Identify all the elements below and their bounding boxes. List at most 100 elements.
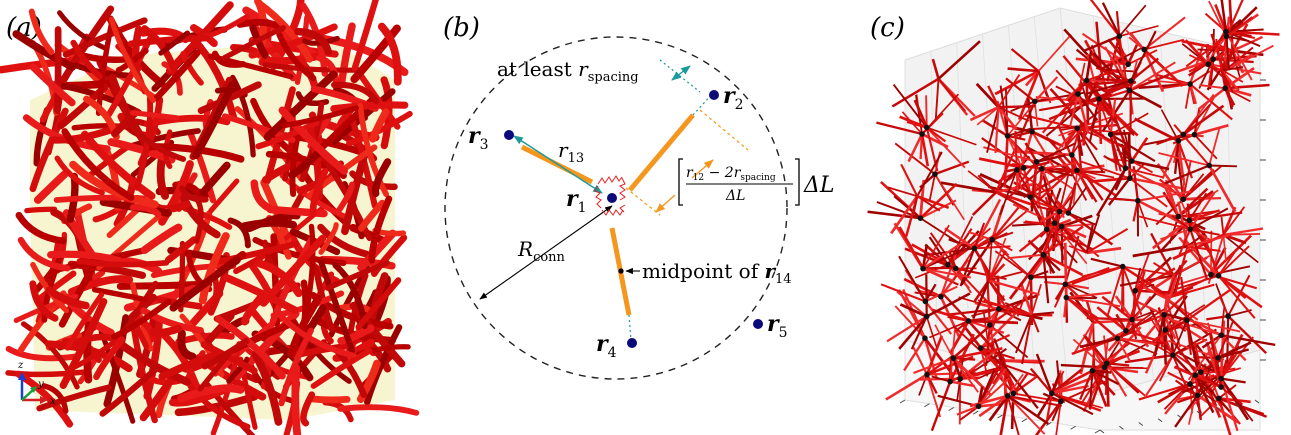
fiber-c xyxy=(1220,359,1228,379)
network-node xyxy=(1051,220,1058,226)
fiber-a xyxy=(310,348,373,389)
network-node xyxy=(1194,392,1201,399)
fiber-c xyxy=(1086,79,1107,93)
fiber-a xyxy=(357,229,397,272)
fiber-a xyxy=(29,63,76,107)
network-node xyxy=(1107,131,1114,138)
fiber-c xyxy=(937,78,966,112)
fiber-c xyxy=(1125,329,1169,346)
fiber-a xyxy=(276,31,317,82)
fiber-c xyxy=(1131,159,1170,171)
fiber-a xyxy=(318,258,356,354)
fiber-c xyxy=(1090,314,1119,340)
fiber-c xyxy=(1083,335,1108,365)
fiber-c xyxy=(903,277,942,298)
panel-a: (a) z y x xyxy=(0,0,420,435)
fiber-c xyxy=(1037,168,1044,202)
spring-glyph xyxy=(594,175,626,216)
fiber-a xyxy=(47,250,123,265)
network-node xyxy=(1187,381,1193,387)
fiber-a xyxy=(302,35,340,46)
fiber-c xyxy=(997,74,1021,108)
fiber-c xyxy=(1085,79,1132,95)
fiber-a xyxy=(93,336,126,381)
fiber-c xyxy=(1042,253,1084,277)
fiber-a xyxy=(99,363,162,417)
fiber-c xyxy=(1030,283,1042,315)
fiber-c xyxy=(1111,111,1133,162)
fiber-c xyxy=(1158,354,1174,382)
network-node xyxy=(1010,390,1017,397)
fiber-c xyxy=(1161,140,1180,180)
fiber-c xyxy=(1180,276,1188,321)
network-node xyxy=(1197,369,1204,375)
fiber-c xyxy=(1185,35,1227,68)
fiber-c xyxy=(1031,131,1056,170)
fiber-c xyxy=(887,186,918,198)
fiber-c xyxy=(1066,291,1112,299)
fiber-c xyxy=(1217,245,1250,277)
fiber-c xyxy=(1118,36,1128,86)
fiber-c xyxy=(1058,174,1083,213)
fiber-c xyxy=(1015,314,1033,354)
network-node xyxy=(1128,158,1135,164)
fiber-c xyxy=(926,126,977,146)
fiber-c xyxy=(1089,370,1094,408)
fiber-c xyxy=(1194,374,1231,412)
fiber-a xyxy=(57,10,109,51)
fiber-c xyxy=(977,369,996,407)
fiber-c xyxy=(1064,266,1110,286)
fiber-a xyxy=(241,290,267,326)
fiber-a xyxy=(129,204,162,218)
fiber-c xyxy=(896,290,928,318)
fiber-c xyxy=(1193,134,1218,160)
fiber-c xyxy=(987,85,1000,108)
fiber-c xyxy=(983,299,1032,316)
fiber-c xyxy=(1010,48,1040,72)
fiber-a xyxy=(261,159,305,184)
network-node xyxy=(1033,159,1040,165)
dotted-guide-orange xyxy=(699,109,749,151)
fiber-c xyxy=(1134,117,1180,143)
fiber-c xyxy=(1145,354,1174,397)
fiber-c xyxy=(907,133,924,163)
fiber-c xyxy=(940,181,997,194)
fiber-c xyxy=(949,368,977,383)
fiber-c xyxy=(1118,4,1147,37)
network-node xyxy=(1125,61,1131,68)
fiber-c xyxy=(1036,153,1066,164)
fiber-c xyxy=(1156,133,1184,146)
network-node xyxy=(1074,125,1081,131)
fiber-c xyxy=(1114,295,1134,321)
network-node xyxy=(1210,56,1217,63)
network-node xyxy=(1028,274,1034,281)
network-node xyxy=(1191,131,1198,138)
fiber-c xyxy=(1138,382,1191,401)
fiber-c xyxy=(1105,363,1110,407)
fiber-c xyxy=(1160,109,1180,142)
segment-to-r2 xyxy=(628,113,695,192)
fiber-c xyxy=(1041,93,1079,134)
fiber-c xyxy=(951,247,976,283)
fiber-c xyxy=(1006,395,1020,435)
panel-c-fiber-network xyxy=(867,0,1280,435)
fiber-c xyxy=(923,337,955,376)
fiber-c xyxy=(997,106,1018,131)
fiber-c xyxy=(1051,376,1094,395)
fiber-c xyxy=(934,173,965,221)
fiber-c xyxy=(918,374,928,396)
fiber-c xyxy=(1220,69,1240,92)
fiber-c xyxy=(929,232,957,269)
dotted-guide-r2-top xyxy=(659,59,701,93)
fiber-a xyxy=(221,25,286,61)
fiber-c xyxy=(934,160,970,176)
fiber-c xyxy=(1076,127,1104,173)
fiber-c xyxy=(1051,392,1094,416)
axes-triad: z y x xyxy=(17,360,56,407)
fiber-c xyxy=(1107,38,1130,66)
fiber-c xyxy=(1206,314,1229,321)
point-r4-label: r4 xyxy=(596,331,617,361)
fiber-c xyxy=(972,279,991,320)
fiber-c xyxy=(1039,210,1061,223)
fiber-c xyxy=(1035,353,1053,394)
